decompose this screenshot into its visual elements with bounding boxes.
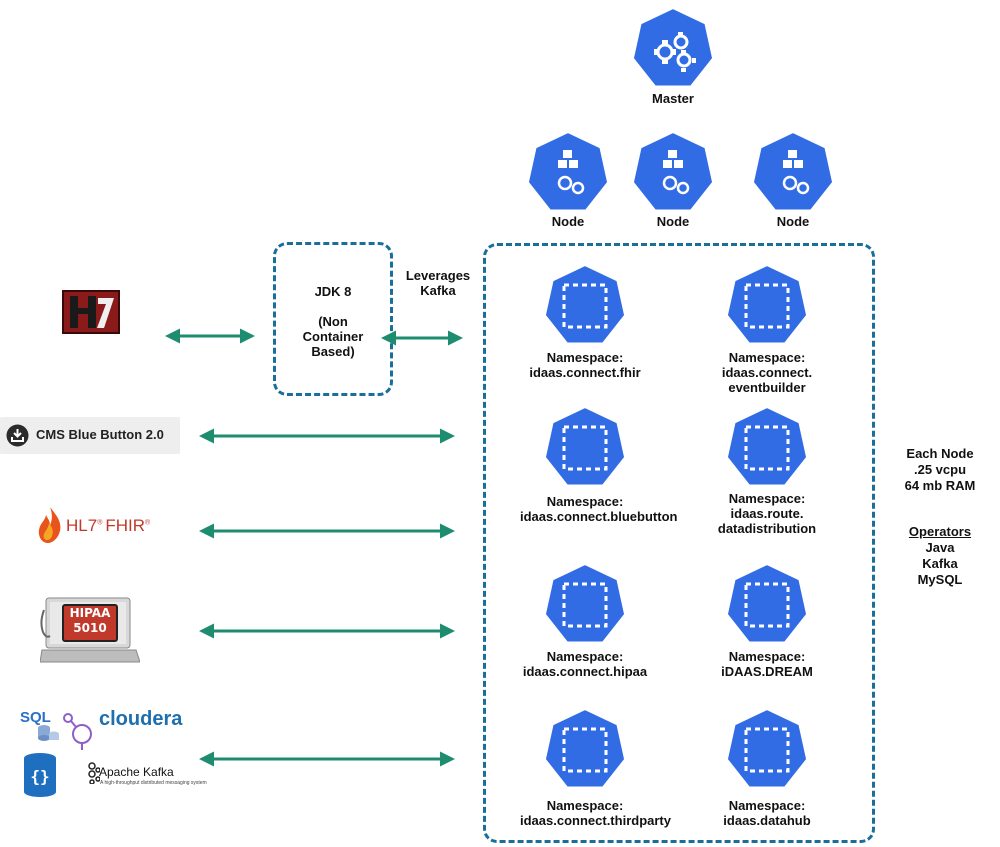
namespace-label: Namespace: idaas.connect.bluebutton (520, 494, 678, 524)
namespace-icon (542, 562, 628, 648)
each-node-line: Each Node (906, 446, 974, 461)
hl7-logo (62, 290, 120, 334)
namespace-icon (724, 707, 810, 793)
hl7-fhir-logo: HL7®FHIR® (36, 505, 156, 545)
each-node-line: .25 vcpu (913, 462, 967, 477)
namespace-label: Namespace: idaas.route. datadistribution (700, 491, 834, 536)
namespace-icon (542, 707, 628, 793)
jdk-line: Based) (311, 344, 355, 359)
download-icon (6, 424, 29, 447)
namespace-prefix: Namespace: (546, 350, 624, 365)
namespace-name: idaas.connect. (721, 365, 813, 380)
kafka-label: Apache Kafka (99, 765, 174, 779)
fhir-fhir: FHIR (105, 516, 146, 535)
namespace-icon (724, 405, 810, 491)
namespace-prefix: Namespace: (728, 491, 806, 506)
master-label: Master (652, 91, 694, 106)
namespace-name: iDAAS.DREAM (721, 664, 813, 679)
namespace-name: eventbuilder (728, 380, 806, 395)
operator-item: MySQL (917, 572, 963, 587)
namespace-icon (724, 263, 810, 349)
operators-title: Operators (908, 524, 972, 539)
connector-icon (63, 713, 92, 750)
namespace-name: idaas.route. (730, 506, 804, 521)
operator-item: Kafka (922, 556, 958, 571)
namespace-prefix: Namespace: (728, 798, 806, 813)
namespace-label: Namespace: iDAAS.DREAM (700, 649, 834, 679)
jdk-box (273, 242, 393, 396)
namespace-name: idaas.connect.bluebutton (520, 509, 678, 524)
fhir-hl7: HL7 (66, 516, 98, 535)
namespace-name: idaas.connect.fhir (529, 365, 641, 380)
namespace-prefix: Namespace: (728, 649, 806, 664)
namespace-prefix: Namespace: (546, 798, 624, 813)
jdk-line: Container (302, 329, 364, 344)
kafka-icon (88, 762, 100, 784)
fhir-text: HL7®FHIR® (66, 516, 150, 536)
jdk-title: JDK 8 (314, 284, 352, 299)
kafka-subtitle: A high-throughput distributed messaging … (100, 780, 207, 786)
each-node-line: 64 mb RAM (904, 478, 976, 493)
namespace-prefix: Namespace: (728, 350, 806, 365)
hipaa-logo: HIPAA 5010 (40, 596, 140, 664)
hipaa-line2: 5010 (73, 621, 107, 635)
node-icon (525, 130, 611, 216)
cms-label: CMS Blue Button 2.0 (36, 427, 164, 442)
node-icon (750, 130, 836, 216)
arrow-fhir (199, 523, 455, 539)
hipaa-line1: HIPAA (69, 606, 111, 620)
arrow-hipaa (199, 623, 455, 639)
cms-blue-button: CMS Blue Button 2.0 (0, 417, 180, 454)
fhir-reg: ® (97, 519, 103, 527)
node-label: Node (551, 214, 585, 229)
jdk-line: (Non (318, 314, 348, 329)
fhir-reg: ® (145, 519, 151, 527)
namespace-label: Namespace: idaas.connect.fhir (520, 350, 650, 380)
leverages-label: Leverages (405, 268, 471, 283)
operator-item: Java (925, 540, 955, 555)
cloudera-label: cloudera (99, 708, 183, 730)
namespace-label: Namespace: idaas.connect. eventbuilder (700, 350, 834, 395)
node-label: Node (776, 214, 810, 229)
svg-text:{}: {} (30, 767, 49, 786)
namespace-icon (542, 263, 628, 349)
arrow-jdk-cluster (381, 330, 463, 346)
operators-info: Operators Java Kafka MySQL (890, 524, 990, 588)
hipaa-badge: HIPAA 5010 (62, 604, 118, 642)
namespace-prefix: Namespace: (546, 494, 624, 509)
each-node-info: Each Node .25 vcpu 64 mb RAM (890, 446, 990, 494)
node-label: Node (656, 214, 690, 229)
namespace-icon (724, 562, 810, 648)
namespace-label: Namespace: idaas.datahub (700, 798, 834, 828)
namespace-label: Namespace: idaas.connect.hipaa (520, 649, 650, 679)
namespace-prefix: Namespace: (546, 649, 624, 664)
namespace-name: idaas.datahub (723, 813, 811, 828)
namespace-label: Namespace: idaas.connect.thirdparty (520, 798, 671, 828)
namespace-name: idaas.connect.thirdparty (520, 813, 671, 828)
flame-icon (38, 507, 61, 543)
leverages-label: Kafka (420, 283, 456, 298)
cluster-box (483, 243, 875, 843)
arrow-cms (199, 428, 455, 444)
arrow-hl7-jdk (165, 328, 255, 344)
namespace-icon (542, 405, 628, 491)
sql-db-icon (38, 725, 59, 741)
arrow-data (199, 751, 455, 767)
json-db-icon: {} (24, 753, 56, 797)
node-icon (630, 130, 716, 216)
namespace-name: datadistribution (717, 521, 817, 536)
sql-label: SQL (20, 709, 51, 726)
master-icon (630, 6, 716, 92)
namespace-name: idaas.connect.hipaa (522, 664, 648, 679)
